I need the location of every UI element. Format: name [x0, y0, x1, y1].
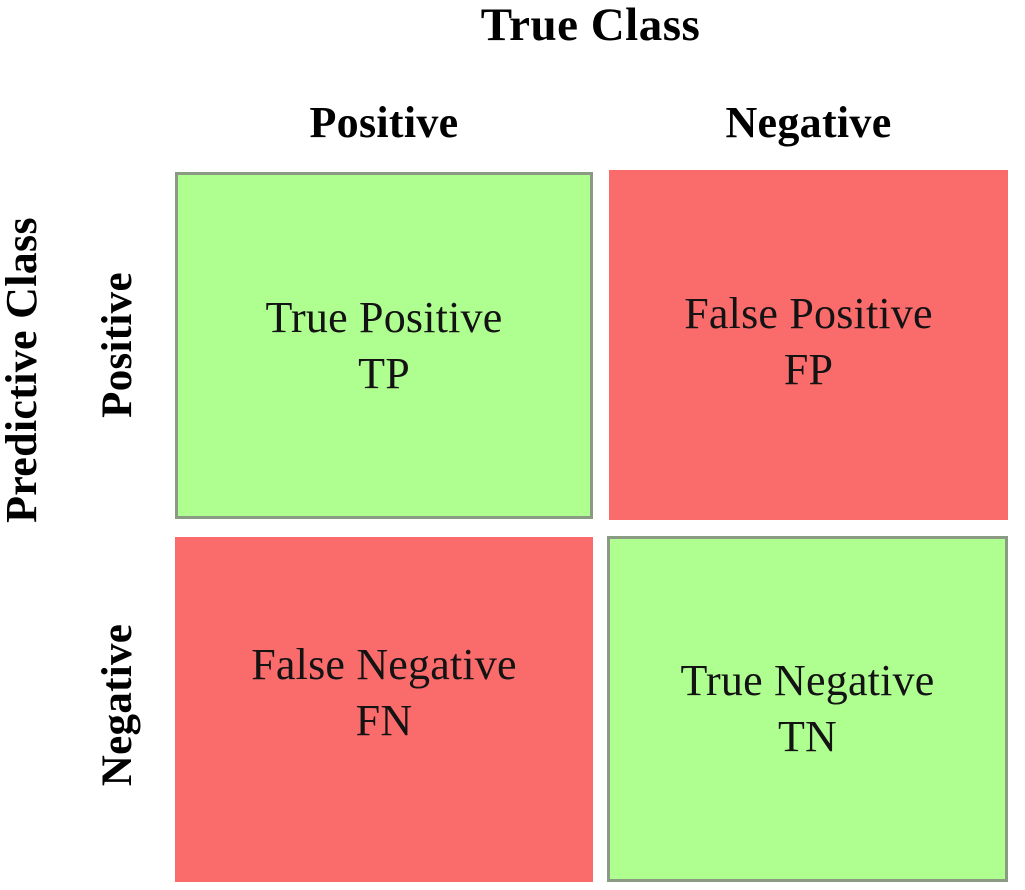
matrix-cell-false-negative: False Negative FN [175, 537, 593, 882]
true-class-axis-title-text: True Class [480, 0, 701, 51]
cell-abbr-true-negative: TN [777, 712, 838, 761]
predictive-class-axis-title: Predictive Class [0, 217, 46, 523]
row-header-negative: Negative [94, 623, 141, 787]
cell-label-false-negative: False Negative [251, 639, 517, 689]
row-header-positive: Positive [94, 272, 141, 418]
cell-abbr-false-positive: FP [783, 345, 834, 394]
true-class-axis-title: True Class [0, 0, 1025, 52]
cell-label-true-negative: True Negative [680, 656, 935, 705]
cell-abbr-false-negative: FN [355, 695, 413, 745]
cell-label-false-positive: False Positive [684, 289, 933, 338]
matrix-cell-false-positive: False Positive FP [609, 170, 1008, 520]
matrix-cell-true-negative: True Negative TN [607, 536, 1008, 882]
column-header-negative: Negative [725, 98, 892, 147]
cell-abbr-true-positive: TP [358, 348, 410, 398]
matrix-cell-true-positive: True Positive TP [175, 172, 593, 519]
cell-label-true-positive: True Positive [265, 292, 503, 342]
column-header-positive: Positive [309, 98, 459, 147]
